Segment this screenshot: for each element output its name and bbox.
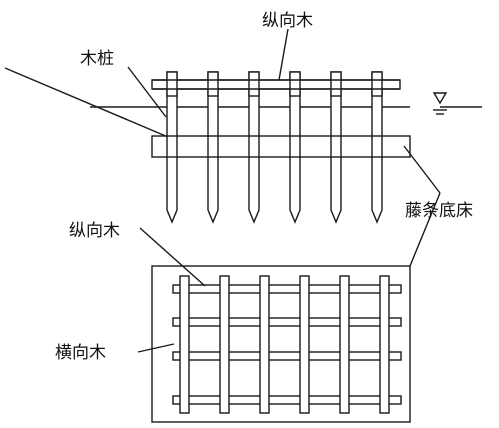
leader-top-longitudinal bbox=[278, 28, 289, 81]
plan-view bbox=[137, 192, 441, 423]
leader-bottom-longitudinal bbox=[139, 227, 206, 287]
plan-mattress-outline bbox=[151, 265, 411, 423]
pile-top-1 bbox=[166, 71, 178, 97]
leader-pile bbox=[127, 66, 167, 118]
bank-slope-line bbox=[4, 67, 169, 138]
plan-longitudinal-timber-4 bbox=[299, 275, 310, 414]
pile-top-3 bbox=[248, 71, 260, 97]
plan-longitudinal-timber-2 bbox=[219, 275, 230, 414]
transverse-timber-2 bbox=[172, 317, 402, 327]
rattan-mattress bbox=[151, 135, 411, 158]
water-level-triangle-icon bbox=[432, 92, 448, 115]
plan-longitudinal-timber-1 bbox=[179, 275, 190, 414]
pile-top-2 bbox=[207, 71, 219, 97]
pile-top-5 bbox=[330, 71, 342, 97]
label-bottom-longitudinal: 纵向木 bbox=[69, 221, 120, 241]
plan-longitudinal-timber-5 bbox=[339, 275, 350, 414]
transverse-timbers bbox=[172, 284, 402, 405]
plan-longitudinal-timber-3 bbox=[259, 275, 270, 414]
leader-bottom-transverse bbox=[137, 343, 175, 353]
plan-longitudinal-timber-6 bbox=[379, 275, 390, 414]
plan-longitudinal-timbers bbox=[179, 275, 390, 414]
label-bottom-transverse: 横向木 bbox=[55, 343, 106, 363]
pile-top-6 bbox=[371, 71, 383, 97]
pile-top-4 bbox=[289, 71, 301, 97]
label-pile: 木桩 bbox=[80, 49, 114, 69]
leader-mattress-plan bbox=[409, 192, 441, 267]
label-top-longitudinal: 纵向木 bbox=[262, 11, 313, 31]
leader-mattress bbox=[403, 145, 441, 194]
pile-tops bbox=[166, 71, 383, 97]
label-mattress: 藤条底床 bbox=[405, 201, 473, 221]
transverse-timber-4 bbox=[172, 395, 402, 405]
top-longitudinal-timber bbox=[151, 79, 401, 90]
section-view bbox=[4, 28, 482, 224]
transverse-timber-1 bbox=[172, 284, 402, 294]
transverse-timber-3 bbox=[172, 351, 402, 361]
wooden-piles bbox=[166, 71, 383, 224]
